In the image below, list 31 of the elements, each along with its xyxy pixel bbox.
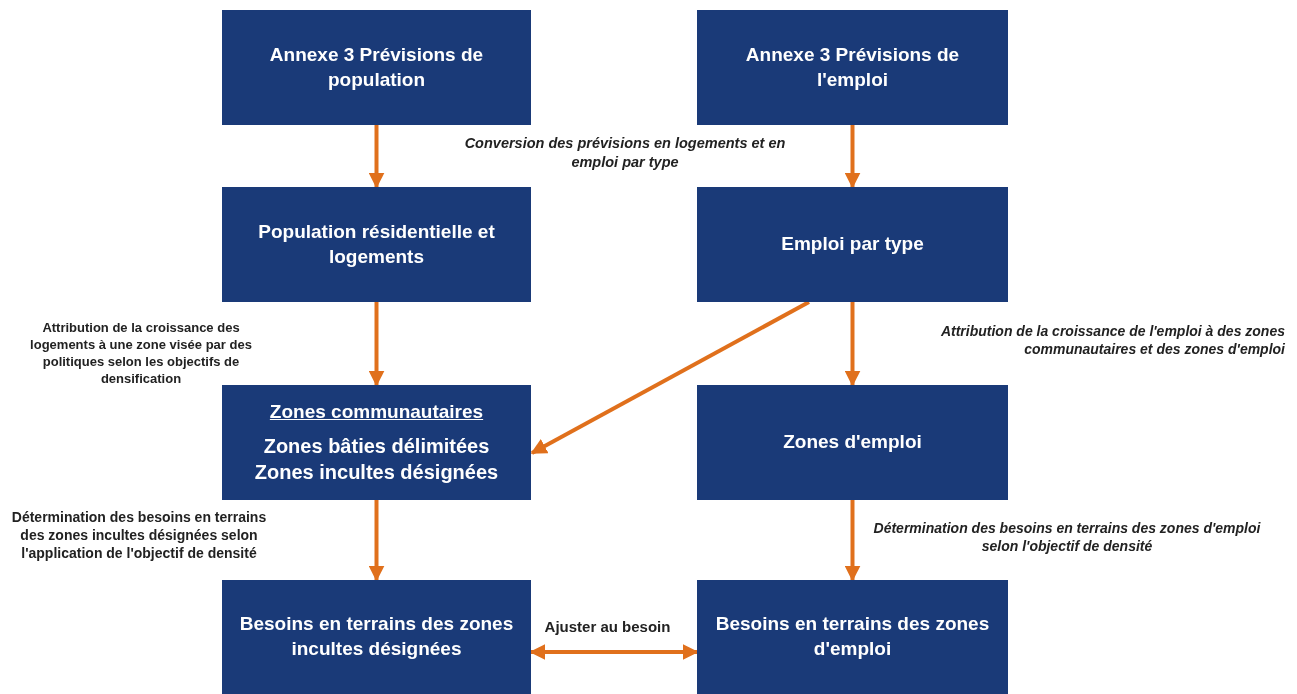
- box-text: Population résidentielle et logements: [257, 219, 496, 269]
- process-box: [697, 580, 1008, 694]
- edge-label: Détermination des besoins en terrains des zones d'emploi selon l'objectif de densité: [872, 519, 1262, 556]
- arrow: [844, 302, 861, 387]
- box-text: Zones bâties délimitées: [263, 433, 490, 459]
- box-text: Annexe 3 Prévisions de l'emploi: [744, 42, 961, 92]
- process-box: [222, 10, 531, 125]
- process-box: [222, 385, 531, 500]
- process-box: [222, 187, 531, 302]
- box-text: Annexe 3 Prévisions de population: [268, 42, 485, 92]
- arrow: [844, 125, 861, 189]
- note-text: Attribution de la croissance des logements à une zone visée par des politiques selon les objectifs de densification: [29, 320, 253, 388]
- arrow: [844, 500, 861, 582]
- note-text: Détermination des besoins en terrains des zones incultes désignées selon l'application de l'objectif de densité: [10, 508, 268, 563]
- edge-label: Ajuster au besoin: [543, 617, 672, 637]
- box-text: Zones d'emploi: [783, 430, 922, 455]
- arrow: [368, 500, 385, 582]
- box-text: Zones incultes désignées: [254, 459, 499, 485]
- box-text: Besoins en terrains des zones d'emploi: [714, 612, 991, 661]
- note-text: Conversion des prévisions en logements et en emploi par type: [463, 134, 787, 172]
- arrow: [368, 302, 385, 387]
- process-box: [697, 10, 1008, 125]
- box-text: Besoins en terrains des zones incultes désignées: [238, 612, 515, 661]
- box-text: Emploi par type: [781, 232, 924, 257]
- note-text: Attribution de la croissance de l'emploi à des zones communautaires et des zones d'emploi: [939, 322, 1285, 359]
- process-box: [697, 385, 1008, 500]
- process-box: [697, 187, 1008, 302]
- arrow: [368, 125, 385, 189]
- arrow: [530, 300, 810, 455]
- box-heading: Zones communautaires: [269, 400, 484, 425]
- process-box: [222, 580, 531, 694]
